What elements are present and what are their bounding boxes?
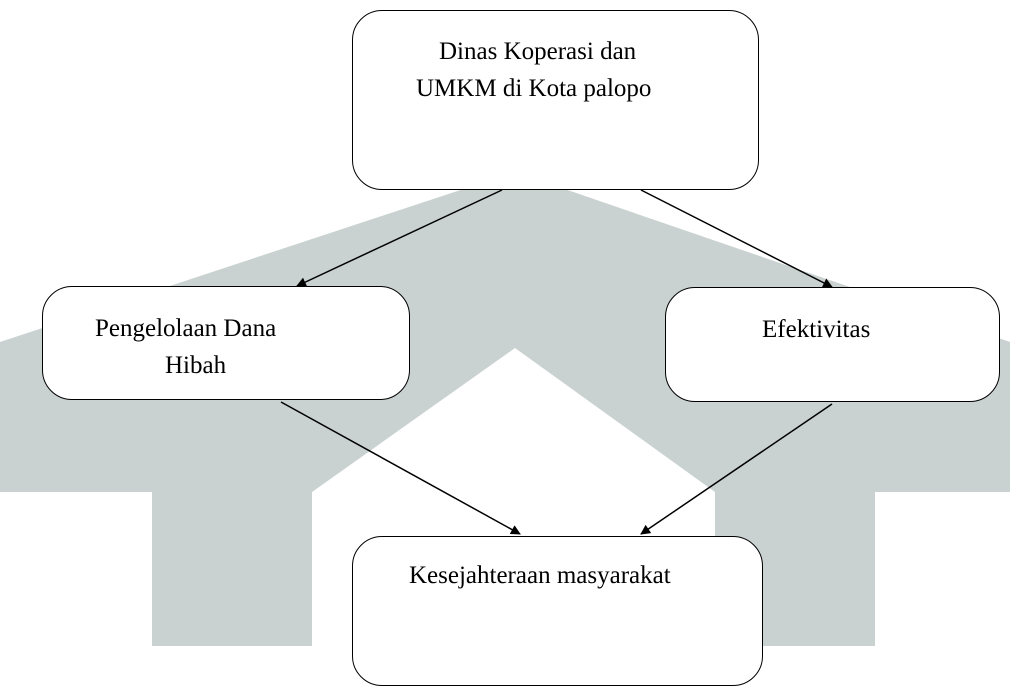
- node-pengelolaan-dana-hibah: Pengelolaan Dana Hibah: [42, 286, 410, 400]
- arrow-right-to-bottom: [640, 403, 833, 535]
- node-efektivitas: Efektivitas: [665, 287, 1000, 402]
- node-kesejahteraan-masyarakat: Kesejahteraan masyarakat: [352, 536, 763, 686]
- arrow-top-to-right: [640, 189, 833, 288]
- arrow-top-to-left: [296, 189, 503, 287]
- node-dinas-koperasi-line1: Dinas Koperasi dan: [439, 38, 637, 65]
- node-efektivitas-label: Efektivitas: [762, 316, 871, 343]
- node-dinas-koperasi: Dinas Koperasi dan UMKM di Kota palopo: [352, 10, 759, 190]
- node-dinas-koperasi-line2: UMKM di Kota palopo: [416, 75, 652, 102]
- node-pengelolaan-line2: Hibah: [165, 352, 227, 379]
- arrow-left-to-bottom: [280, 401, 521, 535]
- connector-layer: [280, 189, 833, 535]
- node-kesejahteraan-label: Kesejahteraan masyarakat: [409, 562, 671, 589]
- node-pengelolaan-line1: Pengelolaan Dana: [95, 315, 277, 342]
